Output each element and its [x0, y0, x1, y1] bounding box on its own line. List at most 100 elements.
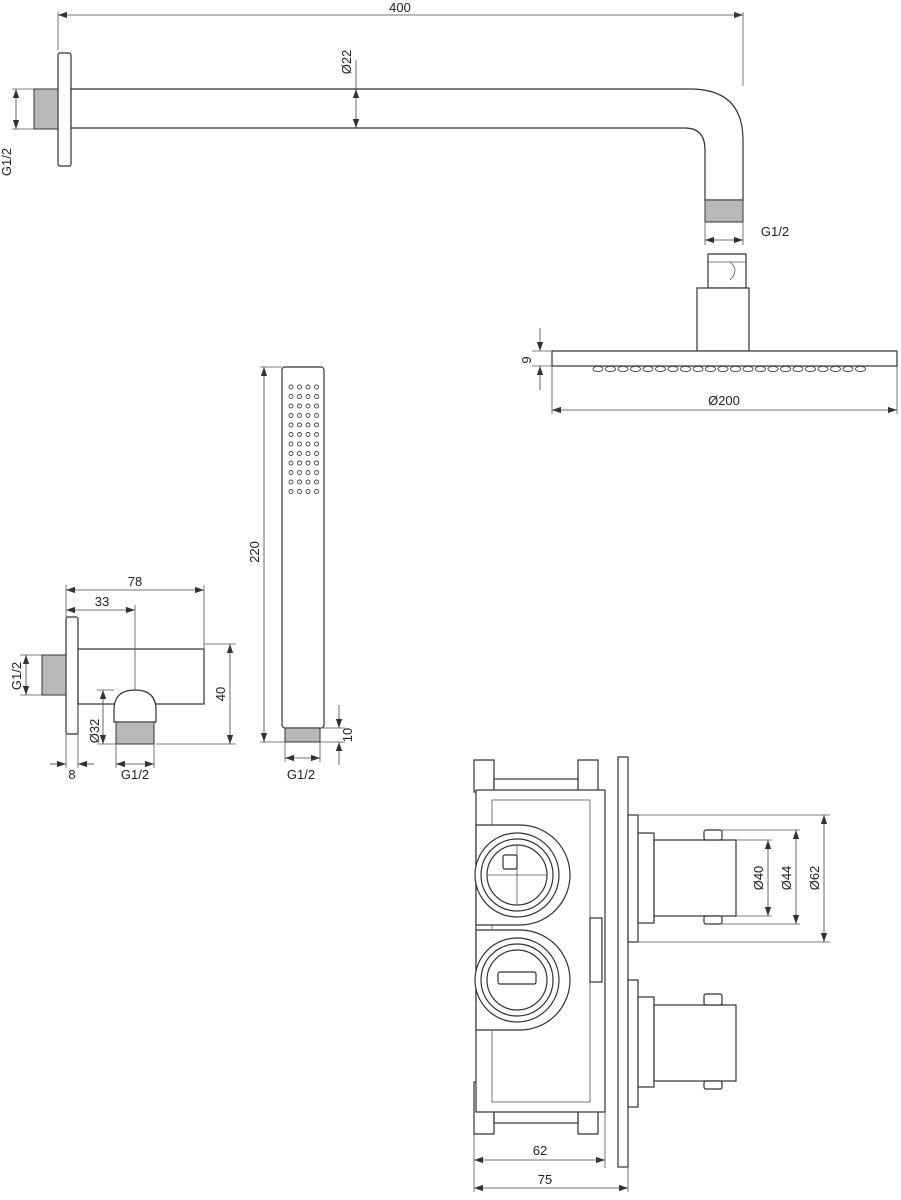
arm-wall-thread	[33, 88, 59, 130]
hand-shower-nozzle	[305, 451, 311, 456]
head-swivel-nut	[707, 253, 747, 289]
hand-shower-nozzle	[288, 470, 294, 475]
head-nozzle	[742, 365, 754, 373]
head-nozzle	[630, 365, 641, 373]
head-nozzle	[855, 365, 866, 373]
label-elbow-height: 40	[213, 687, 228, 701]
hand-shower-nozzle	[297, 422, 302, 428]
head-nozzle	[830, 365, 841, 373]
upper-control-knob	[627, 814, 737, 943]
hand-shower-nozzle	[288, 403, 294, 409]
shower-head-assembly: 9 Ø200	[519, 253, 898, 414]
shower-arm-assembly: 400 Ø22 G1/2 G1/2	[0, 0, 789, 245]
hand-shower-nozzle	[305, 470, 311, 475]
label-handset-base: 10	[340, 728, 355, 742]
hand-shower-nozzle	[305, 403, 311, 409]
hand-shower-nozzle	[297, 432, 302, 437]
hand-shower-nozzle	[297, 403, 302, 409]
hand-shower-nozzle	[305, 422, 311, 428]
label-elbow-wall-thread: G1/2	[9, 662, 24, 690]
elbow-flange	[65, 616, 79, 735]
label-head-diameter: Ø200	[708, 393, 740, 408]
label-wall-thread: G1/2	[0, 148, 14, 176]
head-nozzle	[817, 365, 829, 373]
hand-shower-nozzle	[305, 460, 311, 466]
label-elbow-offset: 33	[95, 594, 109, 609]
label-elbow-length: 78	[128, 574, 142, 589]
wall-elbow-assembly: 78 33 G1/2 40 Ø32 8 G1/2	[9, 574, 236, 782]
hand-shower-nozzle	[314, 413, 319, 418]
hand-shower-nozzle	[297, 384, 302, 390]
hand-shower-nozzle	[297, 489, 302, 494]
label-head-thickness: 9	[519, 356, 534, 363]
head-nozzle	[692, 365, 704, 373]
hand-shower-nozzle	[314, 460, 319, 466]
hand-shower-thread	[284, 727, 321, 743]
label-handset-length: 220	[247, 541, 262, 563]
head-nozzle	[780, 365, 791, 373]
hand-shower-assembly: 220 10 G1/2	[247, 366, 355, 782]
lower-valve-cartridge	[474, 937, 560, 1023]
concealed-mixer-assembly: Ø40 Ø44 Ø62 62 75	[473, 756, 830, 1192]
hand-shower-nozzle	[288, 432, 294, 437]
arm-wall-flange	[57, 52, 72, 167]
shower-arm-tube	[70, 88, 744, 201]
head-nozzle	[805, 365, 816, 373]
hand-shower-nozzle	[297, 470, 302, 475]
label-arm-length: 400	[389, 0, 411, 15]
head-nozzle	[605, 365, 616, 373]
elbow-outlet-thread	[115, 721, 155, 745]
shower-head-plate	[551, 350, 898, 367]
head-nozzle	[792, 365, 804, 373]
head-nozzle	[730, 365, 741, 373]
hand-shower-nozzles	[288, 384, 319, 494]
hand-shower-nozzle	[314, 489, 319, 494]
hand-shower-nozzle	[314, 422, 319, 428]
lower-control-knob	[627, 979, 737, 1108]
hand-shower-nozzle	[314, 432, 319, 437]
hand-shower-nozzle	[305, 479, 311, 485]
head-nozzle	[655, 365, 666, 373]
hand-shower-nozzle	[297, 479, 302, 485]
head-nozzle	[667, 365, 679, 373]
hand-shower-body	[281, 366, 325, 729]
hand-shower-nozzle	[314, 403, 319, 409]
hand-shower-nozzle	[314, 479, 319, 485]
label-elbow-outlet-thread: G1/2	[121, 767, 149, 782]
head-nozzle	[767, 365, 779, 373]
label-knob-d2: Ø44	[779, 866, 794, 891]
hand-shower-nozzle	[288, 479, 294, 485]
hand-shower-nozzle	[305, 441, 311, 447]
hand-shower-nozzle	[288, 413, 294, 418]
hand-shower-nozzle	[314, 384, 319, 390]
head-nozzles	[592, 365, 866, 373]
head-nozzle	[705, 365, 716, 373]
hand-shower-nozzle	[314, 470, 319, 475]
hand-shower-nozzle	[288, 451, 294, 456]
head-nozzle	[755, 365, 766, 373]
hand-shower-nozzle	[288, 489, 294, 494]
head-nozzle	[842, 365, 854, 373]
label-knob-d1: Ø40	[751, 866, 766, 891]
mixer-wall-plate	[617, 756, 629, 1168]
hand-shower-nozzle	[305, 489, 311, 494]
hand-shower-nozzle	[314, 394, 319, 399]
hand-shower-nozzle	[288, 460, 294, 466]
hand-shower-nozzle	[314, 451, 319, 456]
hand-shower-nozzle	[305, 432, 311, 437]
label-box-depth-outer: 75	[538, 1172, 552, 1187]
elbow-wall-thread	[41, 654, 67, 696]
label-arm-diameter: Ø22	[339, 50, 354, 75]
hand-shower-nozzle	[297, 413, 302, 418]
head-nozzle	[592, 365, 604, 373]
hand-shower-nozzle	[297, 441, 302, 447]
elbow-outlet-neck	[113, 689, 157, 723]
hand-shower-nozzle	[288, 441, 294, 447]
label-handset-thread: G1/2	[287, 767, 315, 782]
label-arm-outlet-thread: G1/2	[761, 224, 789, 239]
hand-shower-nozzle	[297, 394, 302, 399]
head-nozzle	[642, 365, 654, 373]
label-knob-d3: Ø62	[807, 866, 822, 891]
hand-shower-nozzle	[314, 441, 319, 447]
